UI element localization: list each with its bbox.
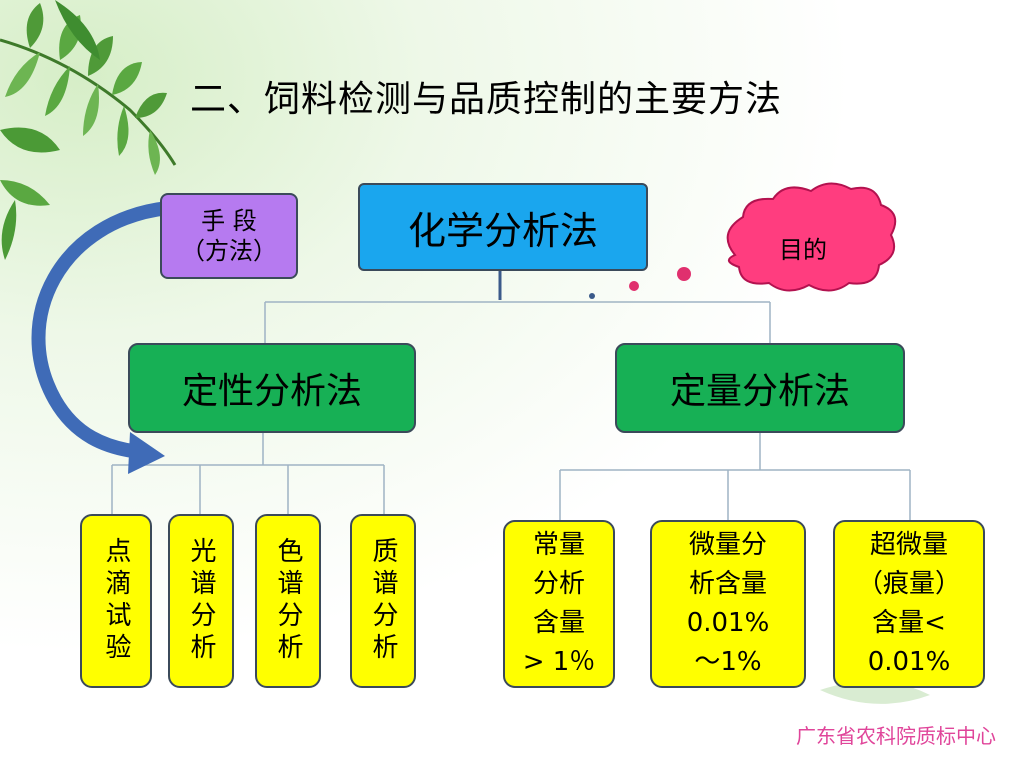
content-level-line: 0.01% [867,647,951,677]
method-label: 质谱分析 [368,537,398,665]
quantitative-node: 定量分析法 [615,343,905,433]
root-node: 化学分析法 [358,183,648,271]
leaf-icon [0,0,100,260]
content-level-line: > 1％ [522,647,596,677]
content-level-line: 分析 [532,569,585,599]
content-level-line: 0.01% [686,608,770,638]
method-node: 色谱分析 [255,514,321,688]
tree-connectors [111,301,911,520]
content-level-node: 超微量 （痕量） 含量< 0.01% [833,520,985,688]
content-level-line: 含量< [872,608,946,638]
means-box: 手 段 （方法） [160,193,298,279]
content-level-line: 析含量 [688,569,767,599]
footer-organization: 广东省农科院质标中心 [796,724,996,748]
content-level-line: 含量 [532,608,585,638]
content-level-line: （痕量） [856,569,961,599]
thought-dots [589,267,691,299]
content-level-line: 超微量 [869,530,948,560]
slide-title: 二、饲料检测与品质控制的主要方法 [190,79,783,120]
content-level-node: 常量 分析 含量 > 1％ [503,520,615,688]
content-level-line: ～1% [694,647,762,677]
method-label: 点滴试验 [101,537,131,665]
content-level-line: 微量分 [688,530,767,560]
means-label-line2: （方法） [181,237,277,265]
purpose-label: 目的 [779,236,827,264]
purpose-cloud-shape [726,182,897,292]
method-node: 光谱分析 [168,514,234,688]
method-label: 色谱分析 [273,537,303,665]
content-level-node: 微量分 析含量 0.01% ～1% [650,520,806,688]
qualitative-node: 定性分析法 [128,343,416,433]
curved-arrow-icon [31,201,169,474]
means-label-line1: 手 段 [201,207,257,235]
method-node: 点滴试验 [80,514,152,688]
method-node: 质谱分析 [350,514,416,688]
method-label: 光谱分析 [186,537,216,665]
fern-leaf-icon [0,3,177,175]
content-level-line: 常量 [532,530,585,560]
